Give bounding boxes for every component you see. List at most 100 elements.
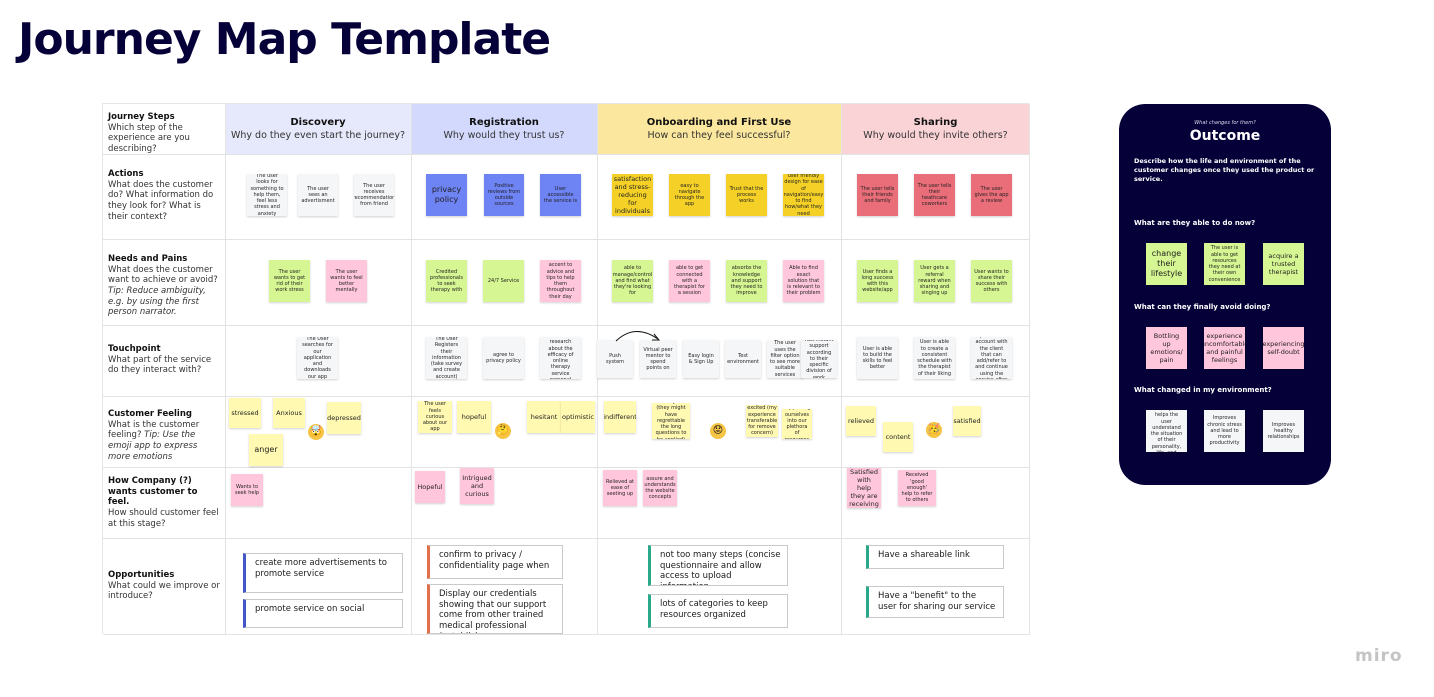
opportunity-card[interactable]: not too many steps (concise questionnair… bbox=[648, 545, 788, 586]
sticky-note[interactable]: Anxious bbox=[273, 398, 305, 428]
sticky-note[interactable]: easy to navigate through the app bbox=[669, 174, 710, 216]
opportunity-card[interactable]: lots of categories to keep resources org… bbox=[648, 594, 788, 628]
sticky-note[interactable]: annoyed (they might have regrettable the… bbox=[652, 403, 690, 439]
opportunity-card[interactable]: confirm to privacy / confidentiality pag… bbox=[427, 545, 563, 579]
opportunity-card[interactable]: create more advertisements to promote se… bbox=[243, 553, 403, 593]
sticky-note[interactable]: Able to find exact solution that is rele… bbox=[783, 260, 824, 302]
sticky-note[interactable]: able to get connected with a therapist f… bbox=[669, 260, 710, 302]
phase-question: How can they feel successful? bbox=[647, 130, 791, 141]
sticky-note[interactable]: The User searches for our application an… bbox=[297, 337, 338, 379]
sticky-note[interactable]: Intrigued and curious bbox=[460, 468, 494, 504]
sticky-note[interactable]: The user feels curious about our app bbox=[418, 401, 452, 433]
sticky-note[interactable]: The user gives the app a review bbox=[971, 174, 1012, 216]
opportunity-card[interactable]: Have a shareable link bbox=[866, 545, 1004, 569]
sticky-note[interactable]: agree to privacy policy bbox=[483, 337, 524, 379]
sticky-note[interactable]: supporting ourselves into our plethora o… bbox=[782, 409, 812, 439]
sticky-note[interactable]: hopeful bbox=[457, 401, 491, 433]
sticky-note[interactable]: User wants to share their success with o… bbox=[971, 260, 1012, 302]
sticky-note[interactable]: Easy login & Sign Up bbox=[683, 340, 719, 378]
row-label-customer-feeling: Customer Feeling What is the customer fe… bbox=[103, 403, 225, 462]
sticky-note[interactable]: satisfied bbox=[953, 406, 981, 436]
row-label-company-feel: How Company (?) wants customer to feel. … bbox=[103, 470, 225, 529]
sticky-note[interactable]: 24/7 Service bbox=[483, 260, 524, 302]
sticky-note[interactable]: hesitant bbox=[527, 401, 561, 433]
phase-question: Why would they trust us? bbox=[443, 130, 565, 141]
phase-onboarding[interactable]: Onboarding and First Use How can they fe… bbox=[597, 104, 841, 154]
opportunity-card[interactable]: promote service on social bbox=[243, 599, 403, 628]
sticky-note[interactable]: User gets a referral reward when sharing… bbox=[914, 260, 955, 302]
row-label-tip: Tip: Use the emoji app to express more e… bbox=[108, 430, 198, 462]
row-label-needs-pains: Needs and Pains What does the customer w… bbox=[103, 248, 225, 318]
sticky-note[interactable]: The User Registers their information (ta… bbox=[426, 337, 467, 379]
sticky-note[interactable]: Push system bbox=[597, 340, 633, 378]
phase-question: Why do they even start the journey? bbox=[230, 130, 405, 141]
sticky-note[interactable]: The user wants to feel better mentally bbox=[326, 260, 367, 302]
sticky-note[interactable]: User is able to create a consistent sche… bbox=[914, 337, 955, 379]
sticky-note[interactable]: The user tells their friends and family bbox=[857, 174, 898, 216]
sticky-note[interactable]: Relieved at ease of seeting up bbox=[603, 470, 637, 506]
sticky-note[interactable]: Test environment bbox=[725, 340, 761, 378]
row-label-title: Journey Steps bbox=[108, 112, 175, 122]
sticky-note[interactable]: content bbox=[883, 422, 913, 452]
sticky-note[interactable]: The user tells their heathcare coworkers bbox=[914, 174, 955, 216]
phase-question: Why would they invite others? bbox=[863, 130, 1008, 141]
sticky-note[interactable]: The user sees an advertisment bbox=[298, 174, 338, 216]
sticky-note[interactable]: Hopeful bbox=[415, 471, 445, 503]
row-divider bbox=[103, 396, 1030, 397]
row-label-title: Opportunities bbox=[108, 570, 175, 580]
sticky-note[interactable]: satisfaction and stress-reducing for ind… bbox=[612, 174, 653, 216]
sticky-note[interactable]: User can update new account with the cli… bbox=[971, 337, 1012, 379]
sticky-note[interactable]: Satisfied with help they are receiving bbox=[847, 468, 881, 508]
row-divider bbox=[103, 325, 1030, 326]
sticky-note[interactable]: The user uses the filter option to see m… bbox=[767, 340, 803, 378]
sticky-note[interactable]: privacy policy bbox=[426, 174, 467, 216]
sticky-note[interactable]: experiencing self-doubt bbox=[1263, 327, 1304, 369]
sticky-note[interactable]: Fast instant support according to their … bbox=[801, 340, 837, 378]
sticky-note[interactable]: The user receives recommendation from fr… bbox=[354, 174, 394, 216]
sticky-note[interactable]: Positive reviews from outside sources bbox=[484, 174, 524, 216]
sticky-note[interactable]: Received 'good enough' help to refer to … bbox=[898, 470, 936, 506]
sticky-note[interactable]: User is able to build the skills to feel… bbox=[857, 337, 898, 379]
sticky-note[interactable]: stressed bbox=[229, 398, 261, 428]
outcome-subtitle: What changes for them? bbox=[1194, 120, 1256, 126]
sticky-note[interactable]: User finds a long success with this webs… bbox=[857, 260, 898, 302]
sticky-note[interactable]: assure and understands the website conce… bbox=[643, 470, 677, 506]
sticky-note[interactable]: experience uncomfortable and painful fee… bbox=[1204, 327, 1245, 369]
row-label-desc: Which step of the experience are you des… bbox=[108, 122, 190, 154]
outcome-question-able: What are they able to do now? bbox=[1134, 219, 1256, 227]
sticky-note[interactable]: User accessible the service is bbox=[540, 174, 581, 216]
sticky-note[interactable]: seeking a therapist helps the user under… bbox=[1146, 410, 1187, 452]
sticky-note[interactable]: The user looks for something to help the… bbox=[247, 174, 287, 216]
sticky-note[interactable]: anger bbox=[249, 434, 283, 466]
sticky-note[interactable]: excited (my experience transferable for … bbox=[746, 405, 778, 437]
sticky-note[interactable]: The user is able to get resources they n… bbox=[1204, 243, 1245, 285]
sticky-note[interactable]: Credited professionals to seek therapy w… bbox=[426, 260, 467, 302]
sticky-note[interactable]: The user wants to get rid of their work … bbox=[269, 260, 310, 302]
sticky-note[interactable]: change their lifestyle bbox=[1146, 243, 1187, 285]
opportunity-card[interactable]: Have a "benefit" to the user for sharing… bbox=[866, 586, 1004, 618]
sticky-note[interactable]: able to manage/control and find what the… bbox=[612, 260, 653, 302]
sticky-note[interactable]: indifferent bbox=[604, 401, 636, 433]
phase-name: Registration bbox=[469, 117, 539, 128]
miro-logo: miro bbox=[1355, 646, 1403, 666]
sticky-note[interactable]: Reviewed content research about the effi… bbox=[540, 337, 581, 379]
sticky-note[interactable]: optimistic bbox=[561, 401, 595, 433]
sticky-note[interactable]: acquire a trusted therapist bbox=[1263, 243, 1304, 285]
sticky-note[interactable]: absorbs the knowledge and support they n… bbox=[726, 260, 767, 302]
sticky-note[interactable]: Improves healthy relationships bbox=[1263, 410, 1304, 452]
sticky-note[interactable]: user friendly design for ease of navigat… bbox=[783, 174, 824, 216]
phase-registration[interactable]: Registration Why would they trust us? bbox=[411, 104, 597, 154]
outcome-question-avoid: What can they finally avoid doing? bbox=[1134, 303, 1271, 311]
sticky-note[interactable]: Bottling up emotions/ pain bbox=[1146, 327, 1187, 369]
phase-name: Onboarding and First Use bbox=[646, 117, 792, 128]
phase-discovery[interactable]: Discovery Why do they even start the jou… bbox=[225, 104, 411, 154]
sticky-note[interactable]: depressed bbox=[327, 402, 361, 434]
opportunity-card[interactable]: Display our credentials showing that our… bbox=[427, 584, 563, 634]
phase-sharing[interactable]: Sharing Why would they invite others? bbox=[841, 104, 1030, 154]
sticky-note[interactable]: relieved bbox=[846, 406, 876, 436]
sticky-note[interactable]: accent to advice and tips to help them t… bbox=[540, 260, 581, 302]
sticky-note[interactable]: Virtual peer mentor to spend points on bbox=[640, 340, 676, 378]
sticky-note[interactable]: Wants to seek help bbox=[231, 474, 263, 506]
sticky-note[interactable]: Trust that the process works bbox=[726, 174, 767, 216]
sticky-note[interactable]: Improves chronic stress and lead to more… bbox=[1204, 410, 1245, 452]
